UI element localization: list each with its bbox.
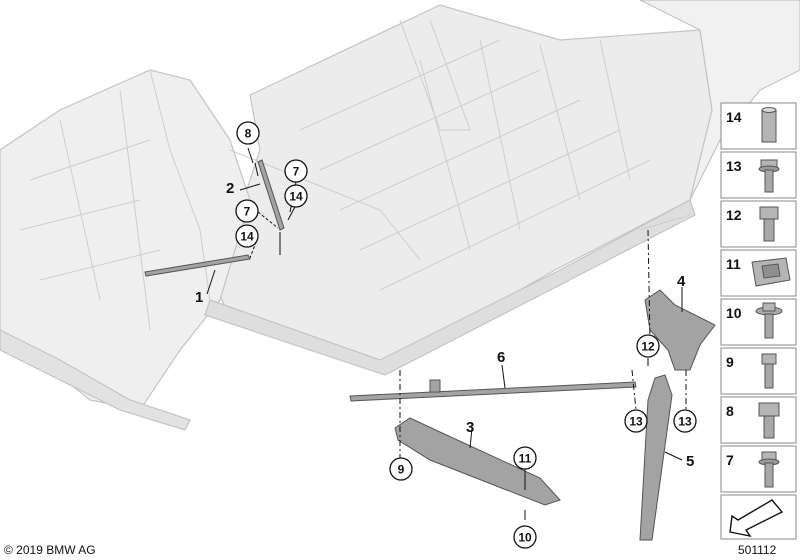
circled-ref-14-upper: 14 (284, 184, 308, 208)
svg-text:11: 11 (519, 452, 532, 466)
svg-text:12: 12 (641, 340, 655, 354)
circled-ref-7-upper: 7 (284, 159, 308, 183)
svg-text:13: 13 (629, 415, 643, 429)
callout-1: 1 (195, 289, 203, 306)
screw-icon (758, 159, 780, 193)
part-2-brace (257, 159, 285, 231)
clip-icon (751, 257, 791, 287)
callout-2: 2 (226, 180, 234, 197)
copyright-text: © 2019 BMW AG (4, 543, 96, 557)
svg-text:8: 8 (726, 403, 734, 419)
screw-icon (761, 353, 777, 389)
part-3-shield (394, 417, 561, 506)
callout-6: 6 (497, 349, 505, 366)
svg-text:9: 9 (726, 354, 734, 370)
svg-text:7: 7 (244, 205, 251, 219)
part-1-strut-rod (144, 254, 251, 277)
svg-text:7: 7 (726, 452, 734, 468)
svg-text:7: 7 (293, 165, 300, 179)
callout-3: 3 (466, 419, 474, 436)
car-body-shell (0, 0, 800, 431)
parts-group (144, 159, 716, 541)
legend-row-13: 13 (720, 151, 797, 199)
circled-ref-10: 10 (513, 525, 537, 549)
svg-text:14: 14 (726, 109, 742, 125)
legend-row-11: 11 (720, 249, 797, 297)
svg-text:11: 11 (726, 256, 741, 272)
svg-text:13: 13 (726, 158, 742, 174)
diagram-number: 501112 (738, 543, 777, 557)
legend-arrow-box (720, 494, 797, 540)
svg-text:12: 12 (726, 207, 742, 223)
circled-ref-14-lower: 14 (235, 224, 259, 248)
screw-icon (759, 206, 779, 242)
legend-row-8: 8 (720, 396, 797, 444)
screw-icon (758, 451, 780, 488)
part-4-bracket (644, 289, 716, 371)
part-6-cross-strut (349, 381, 637, 402)
legend-row-9: 9 (720, 347, 797, 395)
circled-refs: 8 7 14 7 14 12 13 13 (235, 121, 697, 549)
svg-text:13: 13 (678, 415, 692, 429)
circled-ref-9: 9 (389, 457, 413, 481)
svg-text:10: 10 (518, 531, 532, 545)
screw-icon (755, 302, 783, 339)
legend-row-10: 10 (720, 298, 797, 346)
legend-row-12: 12 (720, 200, 797, 248)
legend-row-7: 7 (720, 445, 797, 493)
svg-text:14: 14 (289, 190, 303, 204)
circled-ref-12: 12 (636, 334, 660, 358)
circled-ref-8: 8 (236, 121, 260, 145)
callout-5: 5 (686, 453, 694, 470)
callout-numbers: 1 2 3 4 5 6 (195, 180, 694, 470)
circled-ref-11: 11 (513, 446, 537, 470)
svg-text:10: 10 (726, 305, 742, 321)
part-6-bracket (429, 379, 441, 393)
car-body-detail-lines (19, 19, 691, 331)
circled-ref-13-right: 13 (673, 409, 697, 433)
circled-ref-13-left: 13 (624, 409, 648, 433)
svg-text:8: 8 (245, 127, 252, 141)
circled-ref-7-lower: 7 (235, 199, 259, 223)
screw-icon (758, 402, 780, 439)
sleeve-icon (761, 107, 777, 143)
callout-4: 4 (677, 273, 686, 290)
legend-row-14: 14 (720, 102, 797, 150)
svg-text:14: 14 (240, 230, 254, 244)
arrow-icon (729, 499, 784, 538)
parts-legend: 14 13 12 11 (720, 102, 797, 540)
part-5-support-rod (639, 374, 673, 541)
svg-text:9: 9 (398, 463, 405, 477)
